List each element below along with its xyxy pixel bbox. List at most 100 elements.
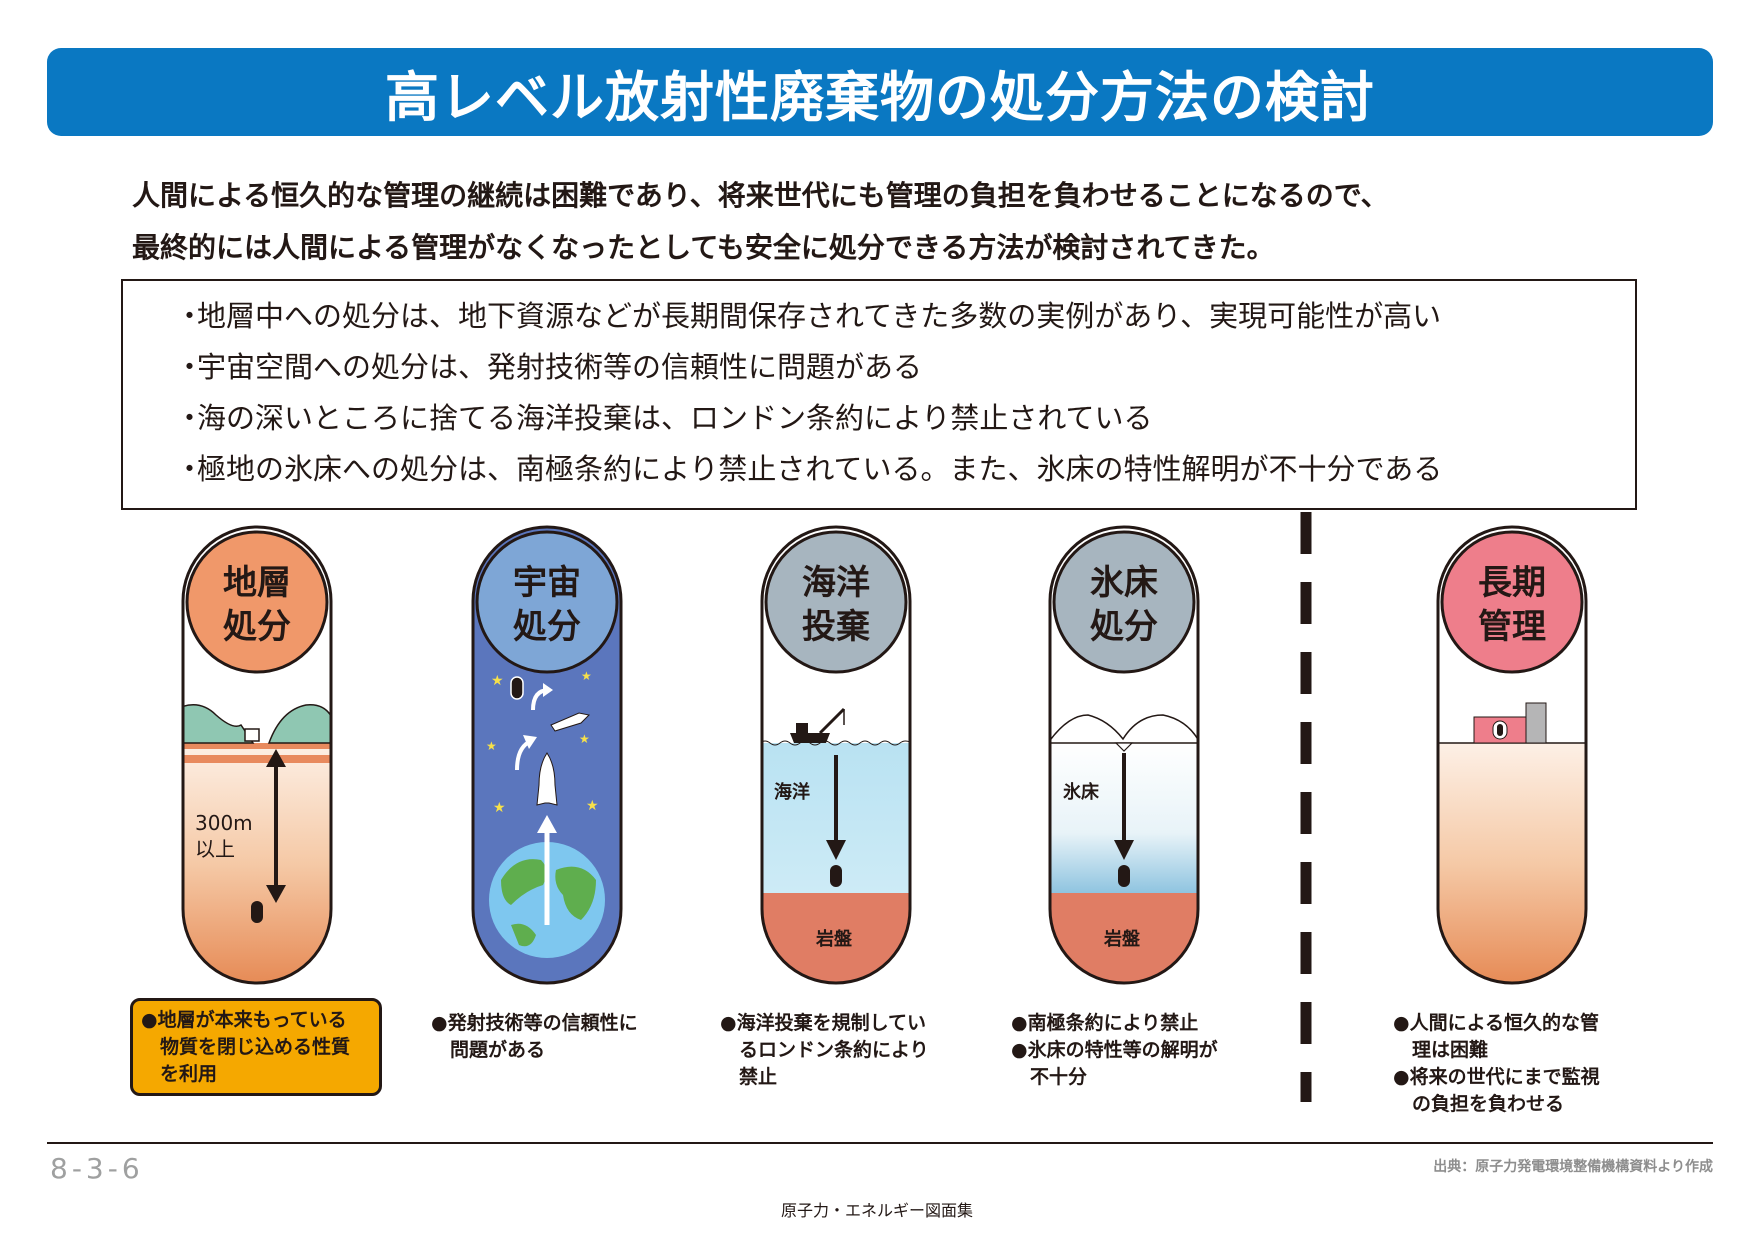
space-description: ●発射技術等の信頼性に 問題がある [431,1010,638,1064]
description-line: ●海洋投棄を規制してい [720,1012,927,1034]
longterm-label: 長期 管理 [1436,561,1588,649]
star-icon: ★ [491,673,504,689]
shuttle-icon [550,712,591,732]
bullet-mark: ・ [175,350,205,384]
waste-canister-icon [251,901,263,923]
summary-item-text: 地層中への処分は、地下資源などが長期間保存されてきた多数の実例があり、実現可能性… [197,299,1442,333]
footer-rule [47,1142,1713,1144]
bullet-mark: ・ [175,401,205,435]
longterm-label-line: 管理 [1478,607,1546,647]
ocean-description: ●海洋投棄を規制してい るロンドン条約により 禁止 [720,1010,929,1091]
ice-label: 氷床 処分 [1048,561,1200,649]
bullet-mark: ・ [175,452,205,486]
description-line: 理は困難 [1393,1039,1489,1061]
description-line: の負担を負わせる [1393,1093,1565,1115]
ocean-label-line: 海洋 [802,563,870,603]
summary-item-text: 宇宙空間への処分は、発射技術等の信頼性に問題がある [197,350,923,384]
summary-item: ・宇宙空間への処分は、発射技術等の信頼性に問題がある [175,342,1635,393]
longterm-label-line: 長期 [1478,563,1546,603]
page-number: 8-3-6 [50,1152,144,1185]
waste-canister-icon [830,865,842,887]
star-icon: ★ [579,732,590,746]
longterm-badge [1440,530,1584,674]
summary-item: ・地層中への処分は、地下資源などが長期間保存されてきた多数の実例があり、実現可能… [175,291,1635,342]
capsule-illustrations: 地層 処分 300m 以上 ★ ★ ★ ★ ★ ★ [0,525,1754,985]
depth-qualifier: 以上 [195,837,235,861]
summary-box: ・地層中への処分は、地下資源などが長期間保存されてきた多数の実例があり、実現可能… [121,279,1637,510]
storage-tower-icon [1525,702,1547,744]
description-line: 物質を閉じ込める性質 [141,1036,351,1058]
arrow-icon [523,735,537,749]
ocean-zone-label: 海洋 [774,782,810,803]
summary-item: ・海の深いところに捨てる海洋投棄は、ロンドン条約により禁止されている [175,393,1635,444]
star-icon: ★ [493,800,506,816]
ocean-rock-label: 岩盤 [816,929,852,950]
ice-label-line: 氷床 [1090,563,1158,603]
description-line: 禁止 [720,1066,778,1088]
page-title: 高レベル放射性廃棄物の処分方法の検討 [385,65,1375,129]
summary-item-text: 極地の氷床への処分は、南極条約により禁止されている。また、氷床の特性解明が不十分… [197,452,1443,486]
depth-label: 300m 以上 [195,810,253,862]
waste-canister-icon [510,676,524,700]
space-label: 宇宙 処分 [471,561,623,649]
star-icon: ★ [586,798,599,814]
geological-capsule [181,525,333,985]
section-divider [1300,512,1312,1102]
title-bar: 高レベル放射性廃棄物の処分方法の検討 [47,48,1713,136]
geological-description: ●地層が本来もっている 物質を閉じ込める性質 を利用 [130,998,382,1096]
description-line: ●地層が本来もっている [141,1009,347,1031]
description-line: を利用 [141,1063,218,1085]
summary-item-text: 海の深いところに捨てる海洋投棄は、ロンドン条約により禁止されている [197,401,1153,435]
ice-zone-label: 氷床 [1063,782,1099,803]
geological-label: 地層 処分 [181,561,333,649]
ice-badge [1052,530,1196,674]
summary-item: ・極地の氷床への処分は、南極条約により禁止されている。また、氷床の特性解明が不十… [175,444,1635,495]
intro-text: 人間による恒久的な管理の継続は困難であり、将来世代にも管理の負担を負わせることに… [132,170,1389,274]
ocean-label: 海洋 投棄 [760,561,912,649]
waste-canister-icon [1118,865,1130,887]
longterm-description: ●人間による恒久的な管 理は困難 ●将来の世代にまで監視 の負担を負わせる [1393,1010,1600,1118]
description-line: ●氷床の特性等の解明が [1011,1039,1218,1061]
description-line: ●南極条約により禁止 [1011,1012,1199,1034]
ice-surface [1050,714,1198,744]
bullet-mark: ・ [175,299,205,333]
source-credit: 出典：原子力発電環境整備機構資料より作成 [1433,1159,1713,1175]
hill [267,704,331,744]
geological-badge [185,530,329,674]
ground-layer [183,743,331,983]
arrow-down-icon [1114,840,1134,860]
description-line: 問題がある [431,1039,546,1061]
intro-line-2: 最終的には人間による管理がなくなったとしても安全に処分できる方法が検討されてきた… [132,231,1275,264]
description-line: ●将来の世代にまで監視 [1393,1066,1600,1088]
arrow-up-icon [266,749,286,767]
ground-layer [1438,743,1586,983]
ocean-capsule [760,525,912,985]
geological-label-line: 地層 [223,563,291,603]
waste-canister-icon [1497,724,1503,736]
ocean-label-line: 投棄 [802,607,870,647]
space-badge [475,530,619,674]
description-line: 不十分 [1011,1066,1088,1088]
ship-icon [790,733,830,743]
description-line: ●人間による恒久的な管 [1393,1012,1600,1034]
longterm-capsule [1436,525,1588,985]
space-capsule: ★ ★ ★ ★ ★ ★ [471,525,623,985]
ice-description: ●南極条約により禁止 ●氷床の特性等の解明が 不十分 [1011,1010,1218,1091]
ice-rock-label: 岩盤 [1104,929,1140,950]
arrow-up-icon [537,815,557,833]
ice-label-line: 処分 [1090,607,1158,647]
facility-icon [244,728,260,742]
arrow-down-icon [266,885,286,903]
hill [183,704,255,744]
depth-value: 300m [195,811,253,835]
space-label-line: 処分 [513,607,581,647]
star-icon: ★ [581,669,592,683]
intro-line-1: 人間による恒久的な管理の継続は困難であり、将来世代にも管理の負担を負わせることに… [132,179,1389,212]
description-line: ●発射技術等の信頼性に [431,1012,638,1034]
description-line: るロンドン条約により [720,1039,929,1061]
ocean-badge [764,530,908,674]
rocket-icon [536,752,558,806]
star-icon: ★ [486,739,497,753]
geological-label-line: 処分 [223,607,291,647]
arrow-icon [543,683,553,697]
